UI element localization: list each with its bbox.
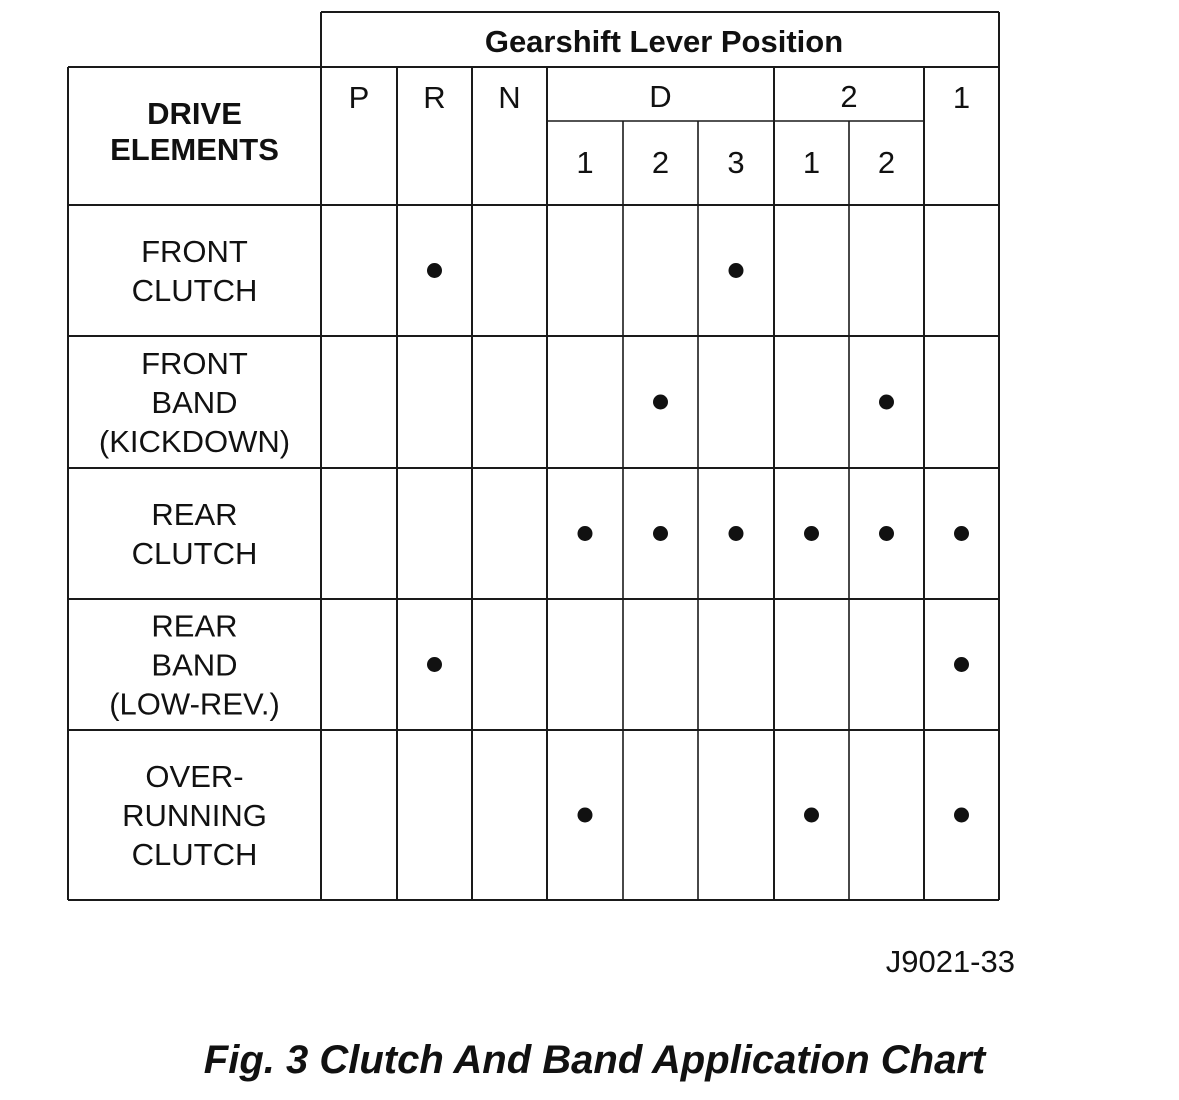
applied-marker-r0-c5 xyxy=(728,263,744,278)
row-label-2-1: CLUTCH xyxy=(132,536,258,571)
row-label-1-1: BAND xyxy=(151,385,237,420)
applied-marker-r2-c3 xyxy=(577,526,593,541)
position-label-5: 1 xyxy=(953,80,970,115)
applied-marker-r3-c1 xyxy=(427,657,442,672)
applied-marker-r1-c4 xyxy=(653,394,668,410)
row-label-1-0: FRONT xyxy=(141,346,248,381)
sub-position-label-4-1: 2 xyxy=(878,145,895,180)
applied-marker-r0-c1 xyxy=(427,263,442,278)
applied-marker-r4-c6 xyxy=(804,807,819,823)
row-label-0-1: CLUTCH xyxy=(132,273,258,308)
position-label-1: R xyxy=(423,80,445,115)
row-label-3-0: REAR xyxy=(151,609,237,644)
table-markers xyxy=(427,263,969,823)
applied-marker-r2-c8 xyxy=(954,526,969,541)
corner-header-line-0: DRIVE xyxy=(147,96,242,131)
corner-header-line-1: ELEMENTS xyxy=(110,132,279,167)
position-label-0: P xyxy=(349,80,370,115)
applied-marker-r2-c6 xyxy=(804,526,819,541)
position-label-3: D xyxy=(649,79,671,114)
row-label-3-2: (LOW-REV.) xyxy=(109,687,280,722)
row-label-3-1: BAND xyxy=(151,648,237,683)
sub-position-label-3-1: 2 xyxy=(652,145,669,180)
figure-caption: Fig. 3 Clutch And Band Application Chart xyxy=(203,1038,986,1082)
row-label-1-2: (KICKDOWN) xyxy=(99,424,290,459)
applied-marker-r4-c8 xyxy=(954,807,969,823)
row-label-4-1: RUNNING xyxy=(122,798,267,833)
applied-marker-r3-c8 xyxy=(954,657,969,672)
applied-marker-r2-c7 xyxy=(879,526,894,541)
row-label-2-0: REAR xyxy=(151,497,237,532)
applied-marker-r1-c7 xyxy=(879,394,894,410)
sub-position-label-3-0: 1 xyxy=(576,145,593,180)
applied-marker-r2-c5 xyxy=(728,526,744,541)
applied-marker-r2-c4 xyxy=(653,526,668,541)
row-label-4-2: CLUTCH xyxy=(132,837,258,872)
sub-position-label-3-2: 3 xyxy=(727,145,744,180)
position-label-2: N xyxy=(498,80,520,115)
figure-reference-code: J9021-33 xyxy=(885,944,1015,979)
row-label-4-0: OVER- xyxy=(145,759,243,794)
position-label-4: 2 xyxy=(840,79,857,114)
group-header-title: Gearshift Lever Position xyxy=(485,24,843,59)
row-label-0-0: FRONT xyxy=(141,234,248,269)
sub-position-label-4-0: 1 xyxy=(803,145,820,180)
applied-marker-r4-c3 xyxy=(577,807,593,823)
table-grid xyxy=(67,11,1000,901)
